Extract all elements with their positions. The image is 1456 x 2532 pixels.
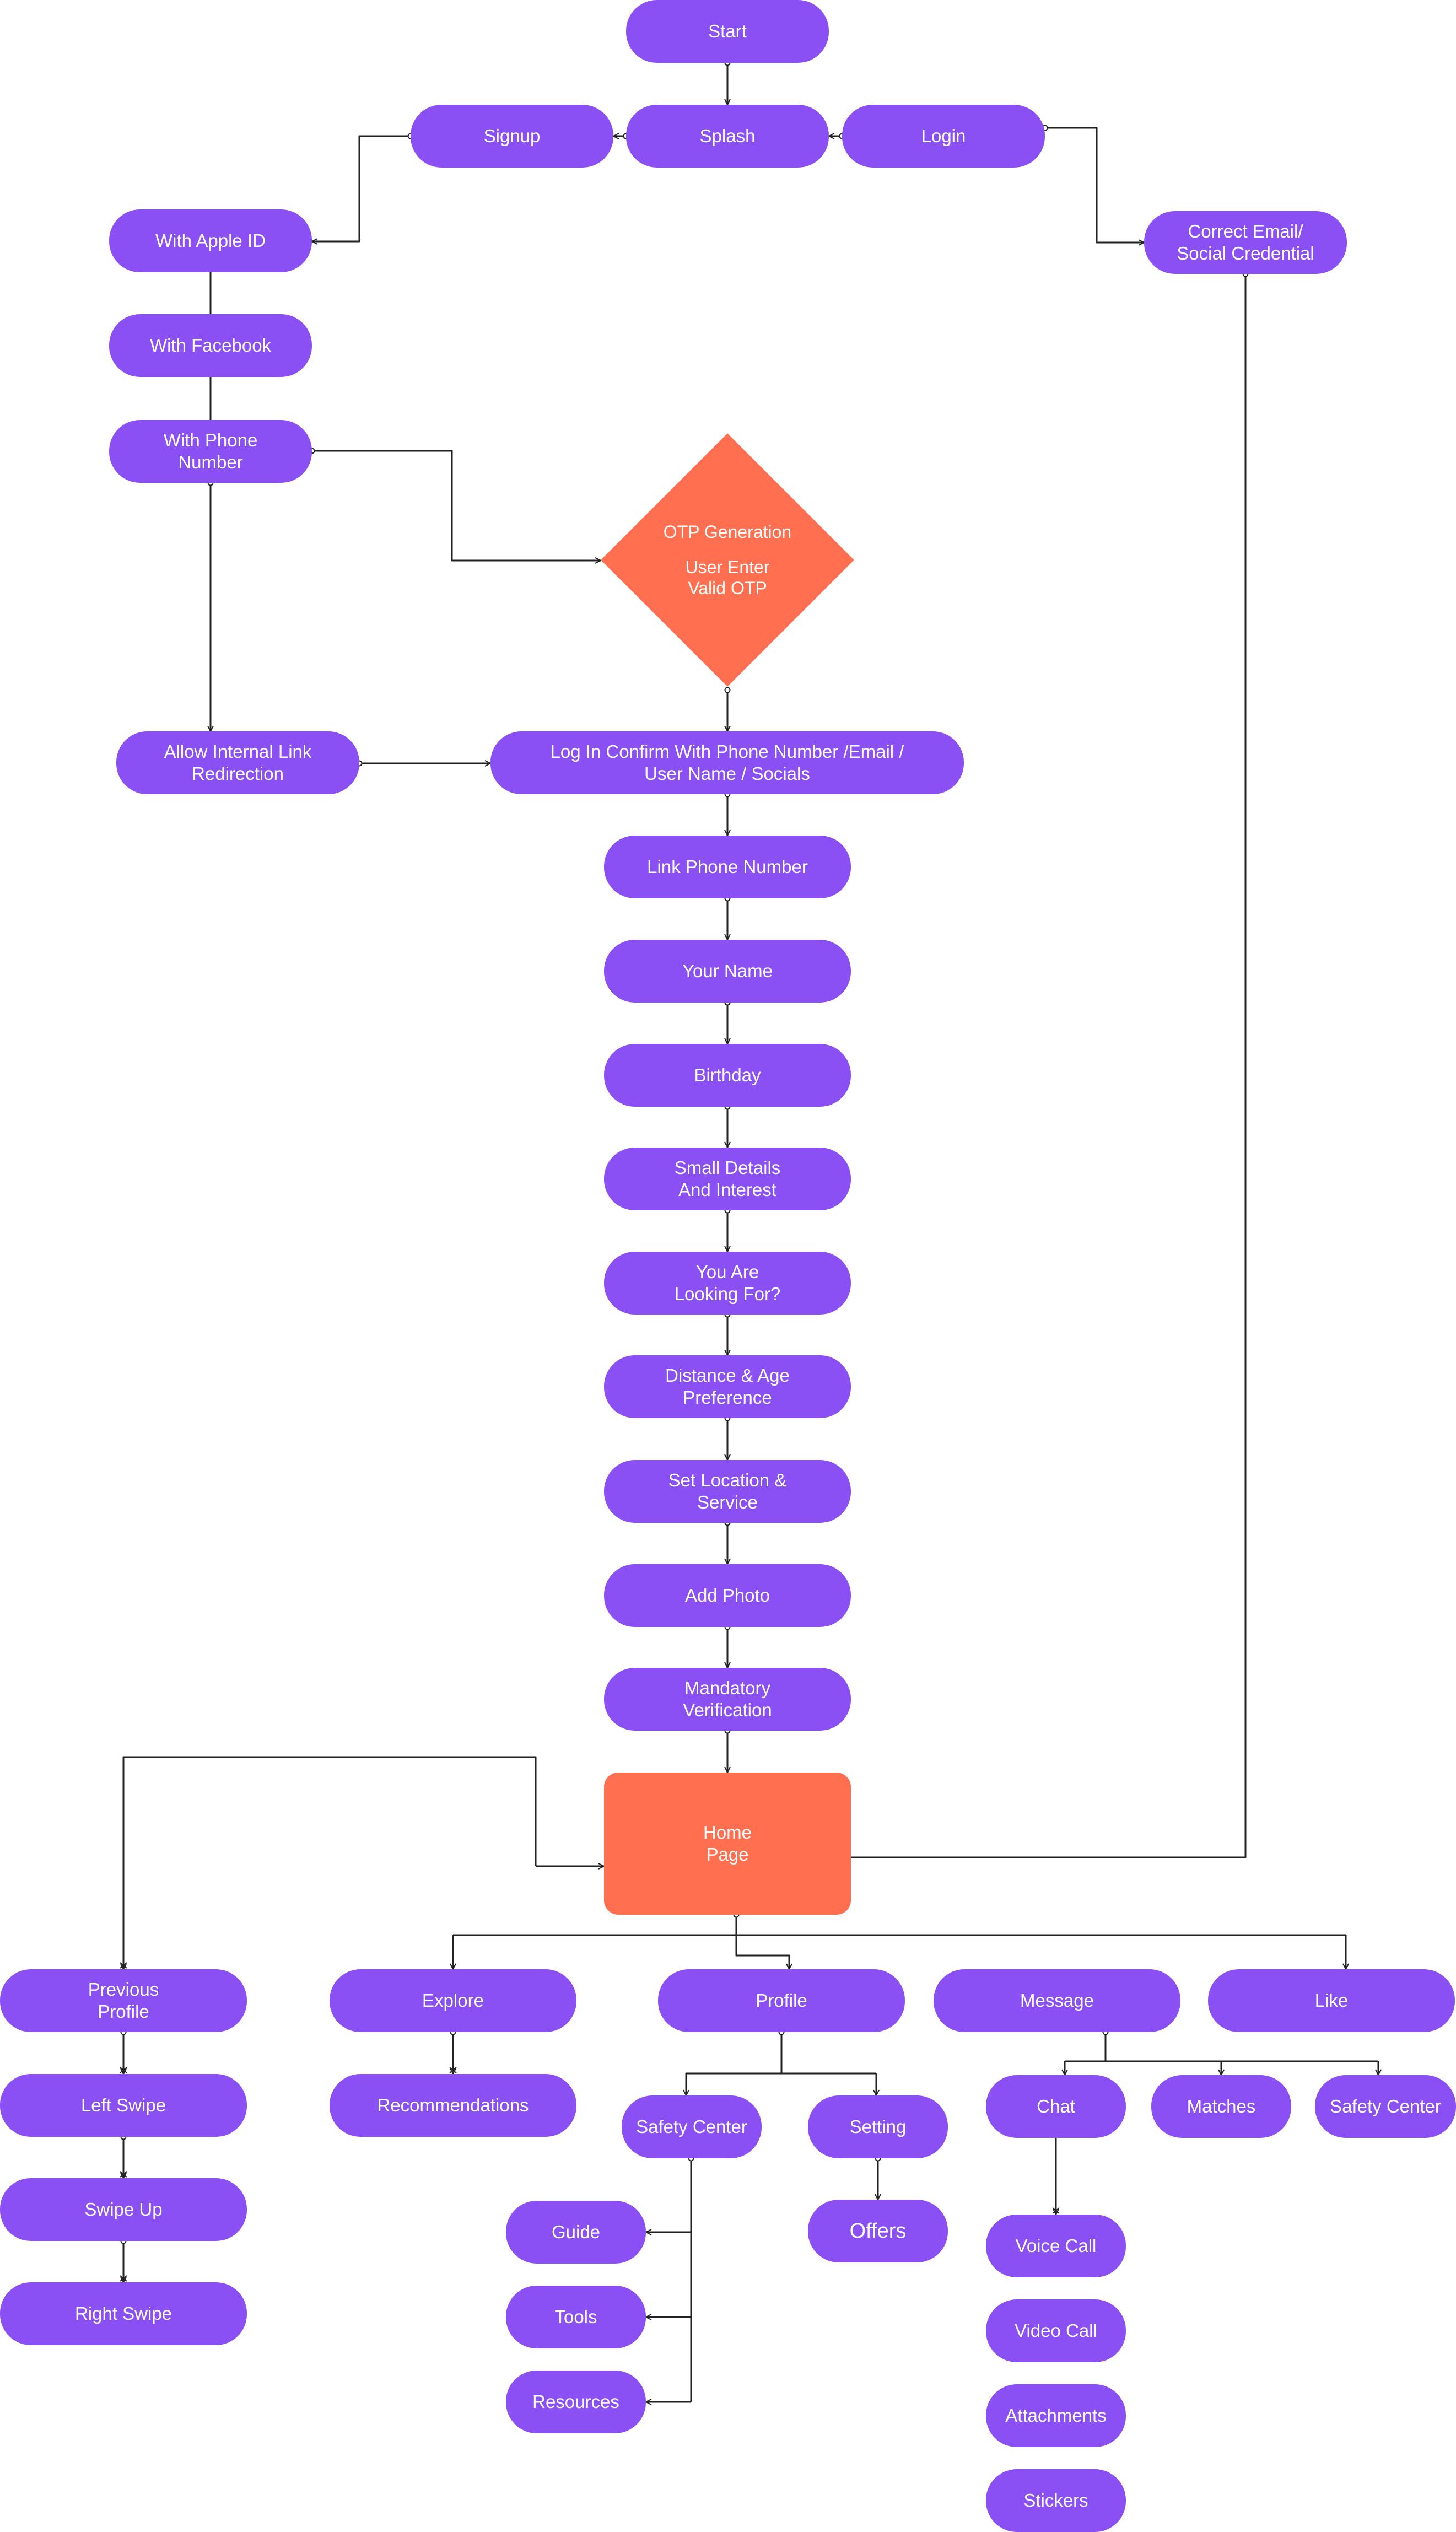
login-node: Login (842, 105, 1045, 168)
matches-node: Matches (1151, 2075, 1291, 2138)
setting-node: Setting (808, 2095, 948, 2158)
allow-internal-link-node: Allow Internal Link Redirection (116, 731, 359, 794)
edge-login-correct (1045, 128, 1144, 243)
splash-node: Splash (626, 105, 829, 168)
otp-generation-label: OTP Generation (663, 522, 792, 542)
junction-mark (1052, 2207, 1060, 2214)
junction-mark (120, 1962, 127, 1969)
message-node: Message (934, 1969, 1180, 2032)
small-details-node: Small Details And Interest (604, 1148, 851, 1210)
edge-correct-home (851, 271, 1249, 1858)
edge-phone-otp (312, 451, 601, 561)
attachments-node: Attachments (986, 2384, 1126, 2447)
left-swipe-node: Left Swipe (0, 2074, 247, 2137)
guide-node: Guide (506, 2201, 646, 2264)
with-phone-number-node: With Phone Number (109, 420, 312, 483)
your-name-node: Your Name (604, 940, 851, 1003)
right-swipe-node: Right Swipe (0, 2282, 247, 2345)
edge-home-profile (735, 1935, 789, 1969)
edge-home-previous (123, 1756, 537, 1969)
recommendations-node: Recommendations (330, 2074, 576, 2137)
start-node: Start (626, 0, 829, 63)
distance-age-node: Distance & Age Preference (604, 1355, 851, 1418)
link-phone-number-node: Link Phone Number (604, 836, 851, 898)
offers-node: Offers (808, 2200, 948, 2262)
signup-node: Signup (411, 105, 613, 168)
home-page-node: Home Page (604, 1773, 851, 1915)
with-facebook-node: With Facebook (109, 314, 312, 377)
swipe-up-node: Swipe Up (0, 2178, 247, 2241)
mandatory-verification-node: Mandatory Verification (604, 1668, 851, 1731)
safety-center-message-node: Safety Center (1315, 2075, 1456, 2138)
otp-decision-node: OTP Generation User Enter Valid OTP (601, 433, 854, 687)
junction-mark (120, 2067, 127, 2073)
video-call-node: Video Call (986, 2299, 1126, 2362)
correct-email-node: Correct Email/ Social Credential (1144, 211, 1347, 274)
birthday-node: Birthday (604, 1044, 851, 1107)
login-confirm-node: Log In Confirm With Phone Number /Email … (490, 731, 964, 794)
junction-mark (120, 2275, 127, 2282)
with-apple-id-node: With Apple ID (109, 209, 312, 272)
looking-for-node: You Are Looking For? (604, 1252, 851, 1315)
voice-call-node: Voice Call (986, 2215, 1126, 2277)
safety-center-profile-node: Safety Center (622, 2095, 762, 2158)
profile-node: Profile (658, 1969, 905, 2032)
explore-node: Explore (330, 1969, 576, 2032)
add-photo-node: Add Photo (604, 1564, 851, 1627)
set-location-node: Set Location & Service (604, 1460, 851, 1523)
otp-user-enter-label: User Enter Valid OTP (685, 557, 770, 598)
junction-mark (120, 2171, 127, 2178)
like-node: Like (1208, 1969, 1455, 2032)
edge-signup-apple (312, 136, 411, 241)
stickers-node: Stickers (986, 2469, 1126, 2532)
junction-mark (449, 2067, 457, 2073)
resources-node: Resources (506, 2371, 646, 2433)
previous-profile-node: Previous Profile (0, 1969, 247, 2032)
tools-node: Tools (506, 2286, 646, 2348)
chat-node: Chat (986, 2075, 1126, 2138)
